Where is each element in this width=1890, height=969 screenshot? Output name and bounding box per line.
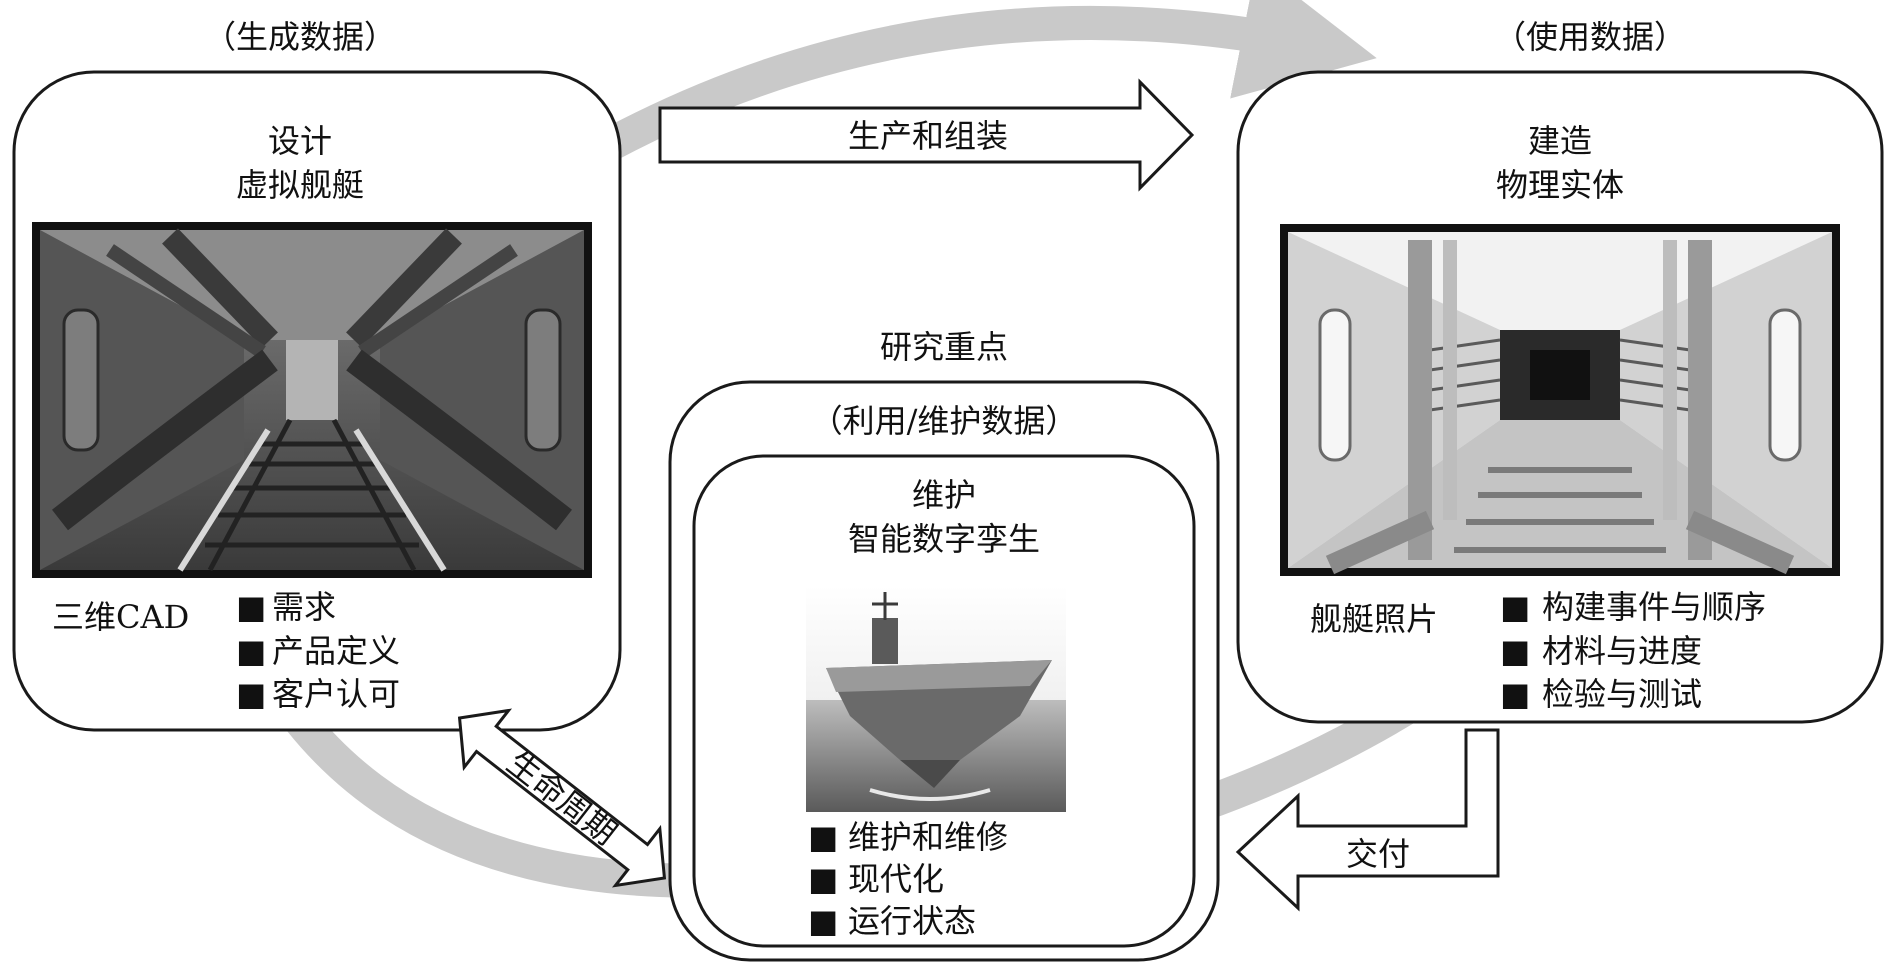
maintain-title: 维护 [912, 476, 976, 514]
design-bullet-list: ■ 需求 ■ 产品定义 ■ 客户认可 [236, 588, 400, 713]
maintain-subtitle: 智能数字孪生 [848, 520, 1040, 558]
production-arrow-label: 生产和组装 [848, 117, 1008, 155]
maintain-bullet-item: 维护和维修 [848, 818, 1008, 856]
design-subtitle: 虚拟舰艇 [236, 166, 364, 204]
design-header: （生成数据） [204, 18, 396, 56]
design-bullet-item: 需求 [272, 588, 336, 626]
maintain-bullet-item: 现代化 [848, 860, 944, 898]
build-bullet-item: 材料与进度 [1542, 632, 1702, 670]
bullet-glyph: ■ [236, 632, 266, 670]
bullet-glyph: ■ [1500, 675, 1530, 713]
design-caption: 三维CAD [52, 598, 189, 636]
photo-image [1280, 224, 1840, 576]
delivery-arrow: 交付 [1235, 728, 1500, 912]
build-subtitle: 物理实体 [1496, 166, 1624, 204]
maintain-bullet-item: 运行状态 [848, 902, 976, 940]
build-bullet-list: ■ 构建事件与顺序 ■ 材料与进度 ■ 检验与测试 [1500, 588, 1766, 713]
research-focus-label: 研究重点 [880, 328, 1008, 366]
design-bullet-item: 客户认可 [272, 675, 400, 713]
build-caption: 舰艇照片 [1310, 600, 1438, 638]
build-title: 建造 [1528, 122, 1592, 160]
bullet-glyph: ■ [808, 902, 838, 940]
bullet-glyph: ■ [1500, 588, 1530, 626]
bullet-glyph: ■ [1500, 632, 1530, 670]
design-bullet-item: 产品定义 [272, 632, 400, 670]
delivery-arrow-label: 交付 [1346, 835, 1410, 873]
build-header: （使用数据） [1494, 18, 1686, 56]
production-arrow: 生产和组装 [658, 78, 1195, 192]
design-title: 设计 [268, 122, 332, 160]
cad-render-image [32, 222, 592, 578]
aircraft-carrier-image [806, 586, 1066, 812]
maintain-header: （利用/维护数据） [811, 402, 1078, 440]
lifecycle-arrow-label: 生命周期 [500, 744, 624, 853]
bullet-glyph: ■ [808, 860, 838, 898]
bullet-glyph: ■ [236, 675, 266, 713]
bullet-glyph: ■ [236, 588, 266, 626]
maintain-bullet-list: ■ 维护和维修 ■ 现代化 ■ 运行状态 [808, 818, 1008, 940]
bullet-glyph: ■ [808, 818, 838, 856]
build-bullet-item: 构建事件与顺序 [1542, 588, 1766, 626]
build-bullet-item: 检验与测试 [1542, 675, 1702, 713]
